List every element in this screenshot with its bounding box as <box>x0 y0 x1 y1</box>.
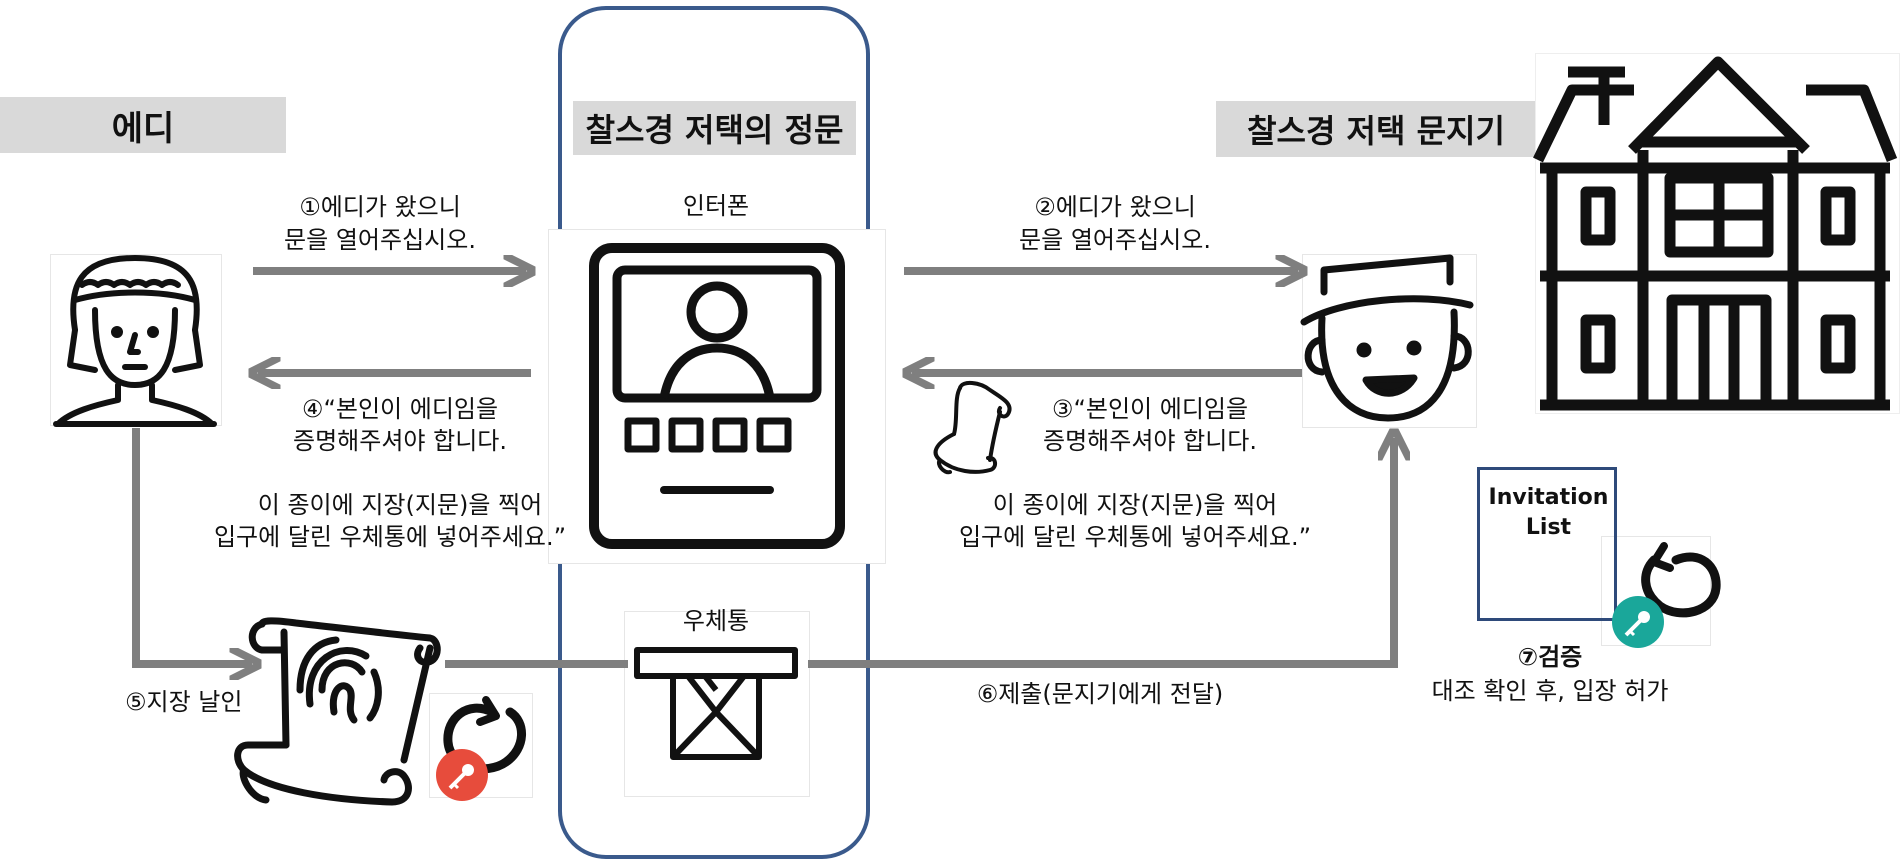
scroll-icon <box>933 381 1012 475</box>
doorman-icon <box>1300 254 1474 422</box>
arrow-step5 <box>132 428 252 664</box>
intercom-icon <box>589 243 845 549</box>
intercom-label: 인터폰 <box>682 192 750 220</box>
step1-line1: ①에디가 왔으니 <box>299 193 461 221</box>
step3-line1: ③“본인이 에디임을 <box>1051 395 1249 423</box>
key-refresh-icon <box>436 696 526 801</box>
step3-line4: 입구에 달린 우체통에 넣어주세요.” <box>958 523 1312 551</box>
mansion-icon <box>1533 56 1898 411</box>
person-icon <box>53 255 217 427</box>
step4-line4: 입구에 달린 우체통에 넣어주세요.” <box>213 523 567 551</box>
step3-line2: 증명해주셔야 합니다. <box>1043 427 1257 455</box>
key-refresh-icon <box>1612 542 1721 648</box>
step2-line2: 문을 열어주십시오. <box>1019 226 1211 254</box>
mailbox-icon <box>634 647 798 760</box>
step7-title: ⑦검증 <box>1517 643 1583 671</box>
step3-line3: 이 종이에 지장(지문)을 찍어 <box>992 491 1278 519</box>
step2-line1: ②에디가 왔으니 <box>1034 193 1196 221</box>
mailbox-panel <box>624 611 810 797</box>
eddy-header: 에디 <box>0 97 286 153</box>
step1-line2: 문을 열어주십시오. <box>284 226 476 254</box>
gatekeeper-header: 찰스경 저택 문지기 <box>1216 101 1536 157</box>
fingerprint-scroll-icon <box>234 617 441 806</box>
gate-header: 찰스경 저택의 정문 <box>573 101 856 155</box>
step6-label: ⑥제출(문지기에게 전달) <box>976 680 1224 708</box>
step4-line3: 이 종이에 지장(지문)을 찍어 <box>257 491 543 519</box>
step7-desc: 대조 확인 후, 입장 허가 <box>1431 677 1669 705</box>
step4-line2: 증명해주셔야 합니다. <box>293 427 507 455</box>
step5-label: ⑤지장 날인 <box>125 688 243 716</box>
mailbox-label: 우체통 <box>682 607 750 635</box>
invitation-list-box <box>1477 467 1617 621</box>
invitation-list-label: Invitation List <box>1488 485 1609 540</box>
step4-line1: ④“본인이 에디임을 <box>301 395 499 423</box>
arrow-step6 <box>808 438 1394 668</box>
